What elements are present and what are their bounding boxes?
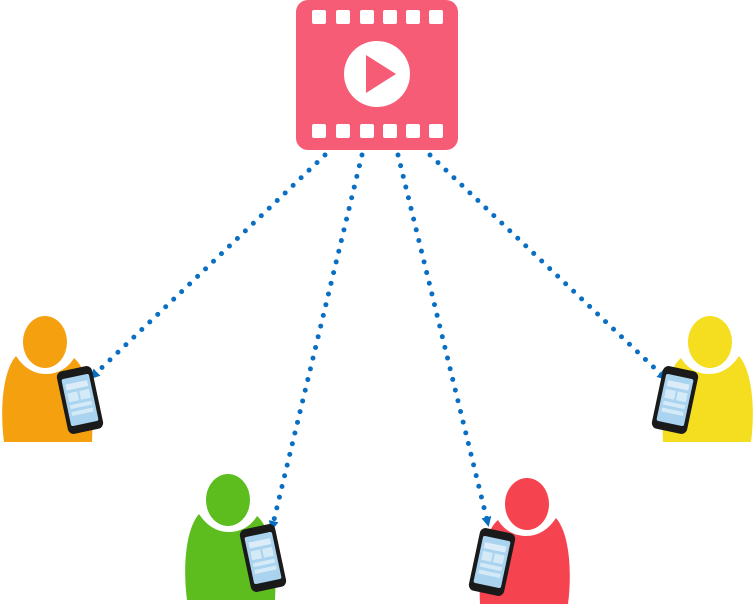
- perforation-bottom-3: [383, 124, 397, 138]
- user-with-phone-icon-green: [185, 474, 287, 600]
- user-with-phone-icon-red: [468, 478, 570, 604]
- video-film-icon: [296, 0, 458, 150]
- perforation-bottom-4: [406, 124, 420, 138]
- arrow-to-yellow: [427, 152, 668, 381]
- perforation-bottom-0: [312, 124, 326, 138]
- play-icon: [344, 41, 410, 107]
- phone-icon: [239, 524, 287, 592]
- perforation-top-4: [406, 10, 420, 24]
- phone-icon: [651, 366, 699, 434]
- perforation-top-5: [429, 10, 443, 24]
- film-perforations-bottom: [312, 124, 443, 138]
- perforation-top-1: [336, 10, 350, 24]
- perforation-bottom-2: [360, 124, 374, 138]
- arrow-to-green: [268, 152, 365, 531]
- phone-icon: [56, 366, 104, 434]
- perforation-bottom-1: [336, 124, 350, 138]
- user-with-phone-icon-yellow: [651, 316, 753, 442]
- perforation-top-3: [383, 10, 397, 24]
- arrow-to-red: [395, 152, 492, 527]
- broadcast-arrows: [89, 152, 668, 531]
- arrow-to-orange: [89, 152, 328, 380]
- perforation-bottom-5: [429, 124, 443, 138]
- phone-icon: [468, 528, 516, 596]
- user-with-phone-icon-orange: [2, 316, 104, 442]
- film-perforations-top: [312, 10, 443, 24]
- receivers: [2, 316, 753, 604]
- perforation-top-0: [312, 10, 326, 24]
- perforation-top-2: [360, 10, 374, 24]
